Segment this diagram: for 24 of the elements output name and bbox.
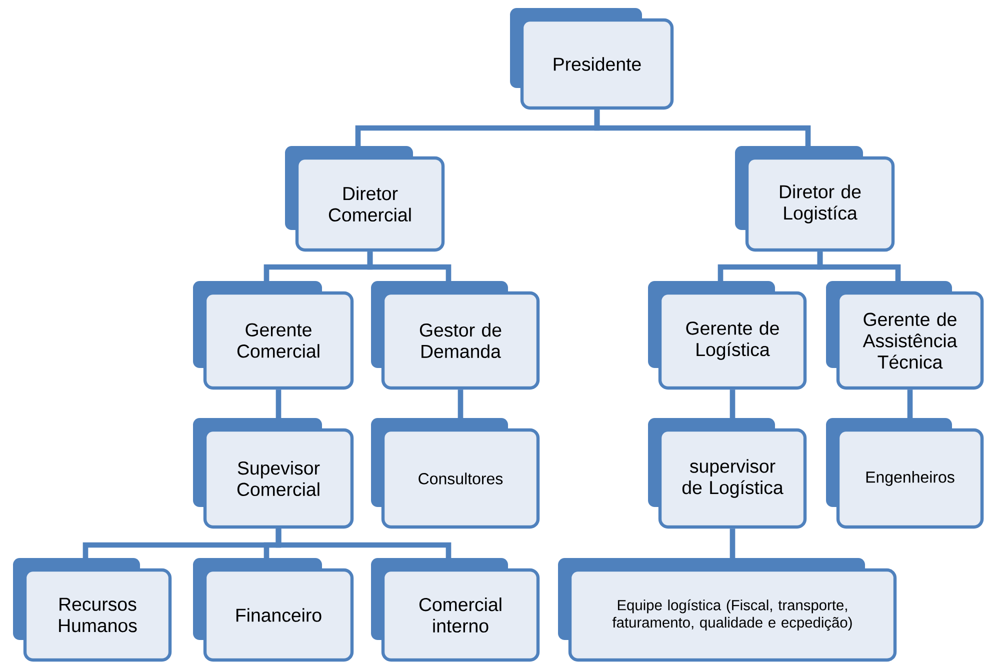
org-box: Financeiro <box>193 558 354 662</box>
connector <box>594 110 811 146</box>
org-box: Consultores <box>371 418 540 529</box>
org-box: Engenheiros <box>826 418 984 529</box>
org-box: Gerente Comercial <box>193 281 354 390</box>
org-box: Diretor Comercial <box>285 146 445 252</box>
connector <box>458 390 464 418</box>
org-box: supervisor de Logística <box>648 418 807 529</box>
connector <box>367 252 452 281</box>
org-box: Gestor de Demanda <box>371 281 540 390</box>
org-box: Presidente <box>510 8 674 110</box>
org-box: Supevisor Comercial <box>193 418 354 529</box>
org-box: Recursos Humanos <box>13 558 172 662</box>
org-box: Diretor de Logistíca <box>735 146 895 252</box>
org-box: Equipe logística (Fiscal, transporte, faturamento, qualidade e ecpedição) <box>558 558 897 662</box>
org-box: Gerente de Assistência Técnica <box>826 281 984 390</box>
org-box: Gerente de Logística <box>648 281 807 390</box>
connector <box>730 528 736 558</box>
org-box: Comercial interno <box>371 558 540 662</box>
connector <box>276 390 282 418</box>
connector <box>730 390 736 418</box>
connector <box>276 528 452 558</box>
connector <box>907 390 913 418</box>
connector <box>817 252 901 281</box>
